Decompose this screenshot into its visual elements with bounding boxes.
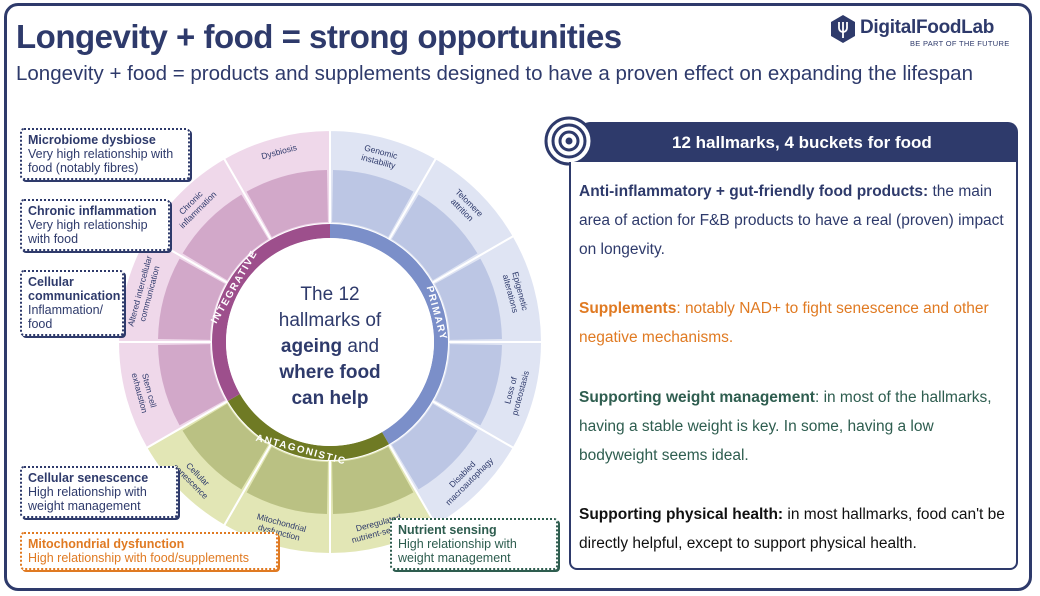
center-text-1: The 12	[300, 284, 359, 305]
callout-microbiome: Microbiome dysbiose Very high relationsh…	[20, 128, 190, 180]
callout-title: Cellular senescence	[28, 471, 149, 485]
bucket-text: : in most of the hallmarks, having a sta…	[579, 389, 992, 464]
callout-title: Microbiome dysbiose	[28, 133, 156, 147]
callout-title: Mitochondrial dysfunction	[28, 537, 185, 551]
ring-integrative	[212, 224, 330, 401]
segment-illustration	[391, 403, 478, 490]
callout-text: Inflammation/ food	[28, 303, 104, 331]
callout-title: Chronic inflammation	[28, 204, 157, 218]
panel-header: 12 hallmarks, 4 buckets for food	[580, 122, 1018, 162]
target-icon	[544, 116, 594, 166]
bucket-title: Supporting weight management	[579, 389, 815, 406]
segment-illustration	[391, 194, 478, 281]
bucket-supplements: Supplements: notably NAD+ to fight senes…	[579, 294, 1009, 352]
callout-chronic-inflammation: Chronic inflammation Very high relations…	[20, 199, 170, 251]
callout-text: High relationship with food/supplements	[28, 551, 249, 565]
callout-title: Cellular communication	[28, 275, 121, 303]
page-subtitle: Longevity + food = products and suppleme…	[16, 62, 973, 85]
bucket-text: the main area of action for F&B products…	[579, 183, 1004, 258]
callout-cellular-communication: Cellular communication Inflammation/ foo…	[20, 270, 124, 336]
segment-illustration	[182, 194, 269, 281]
page-title: Longevity + food = strong opportunities	[16, 18, 622, 55]
callout-text: Very high relationship with food	[28, 218, 148, 246]
callout-cellular-senescence: Cellular senescence High relationship wi…	[20, 466, 178, 518]
segment-illustration	[246, 170, 328, 238]
segment-illustration	[182, 403, 269, 490]
center-text-2: hallmarks of	[279, 310, 382, 331]
wheel-center	[226, 238, 434, 446]
segment-illustration	[158, 258, 226, 340]
logo-tagline: BE PART OF THE FUTURE	[910, 39, 1010, 48]
bucket-title: Anti-inflammatory + gut-friendly food pr…	[579, 183, 929, 200]
center-text-5: can help	[291, 388, 368, 409]
bucket-text: : notably NAD+ to fight senescence and o…	[579, 300, 989, 346]
bucket-title: Supporting physical health:	[579, 506, 784, 523]
callout-mitochondrial: Mitochondrial dysfunction High relations…	[20, 532, 278, 570]
hexagon-fork-icon	[831, 15, 855, 43]
center-text-3-bold: ageing	[281, 336, 342, 357]
callout-text: High relationship with weight management	[398, 537, 517, 565]
ring-primary	[330, 224, 449, 445]
callout-text: High relationship with weight management	[28, 485, 147, 513]
center-text-3: ageing and	[281, 336, 379, 357]
bucket-weight-management: Supporting weight management: in most of…	[579, 383, 1009, 470]
logo-name: DigitalFoodLab	[860, 17, 995, 38]
brand-logo: DigitalFoodLab BE PART OF THE FUTURE	[830, 14, 1020, 50]
ring-antagonistic	[227, 394, 389, 460]
center-text-3-and: and	[347, 336, 379, 357]
bucket-title: Supplements	[579, 300, 677, 317]
segment-illustration	[332, 170, 414, 238]
panel-header-label: 12 hallmarks, 4 buckets for food	[672, 133, 932, 152]
segment-illustration	[332, 446, 414, 514]
bucket-physical-health: Supporting physical health: in most hall…	[579, 500, 1009, 558]
bucket-text: in most hallmarks, food can't be directl…	[579, 506, 1005, 552]
callout-nutrient-sensing: Nutrient sensing High relationship with …	[390, 518, 558, 570]
bucket-anti-inflammatory: Anti-inflammatory + gut-friendly food pr…	[579, 177, 1009, 264]
panel-body	[569, 162, 1018, 570]
callout-text: Very high relationship with food (notabl…	[28, 147, 174, 175]
callout-title: Nutrient sensing	[398, 523, 497, 537]
segment-illustration	[434, 344, 502, 426]
segment-illustration	[434, 258, 502, 340]
segment-illustration	[246, 446, 328, 514]
hallmarks-wheel: The 12 hallmarks of ageing and where foo…	[116, 128, 544, 556]
center-text-4: where food	[278, 362, 380, 383]
segment-illustration	[158, 344, 226, 426]
